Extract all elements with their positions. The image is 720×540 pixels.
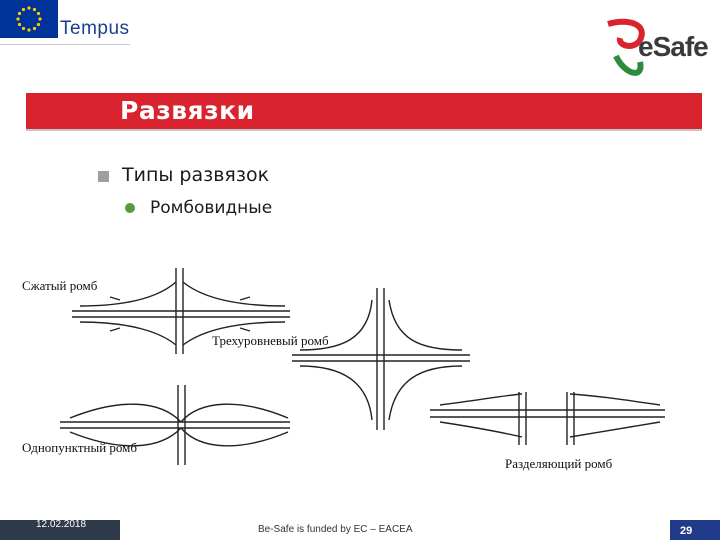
header-bar <box>0 0 720 60</box>
page-number: 29 <box>680 525 693 537</box>
slide-title: Развязки <box>120 96 255 125</box>
split-diamond-diagram <box>430 392 665 445</box>
footer-left-band <box>0 520 120 540</box>
label-three-level-diamond: Трехуровневый ромб <box>212 333 329 348</box>
label-split-diamond: Разделяющий ромб <box>505 456 613 471</box>
footer-right-band <box>670 520 720 540</box>
bullet-dot-icon <box>125 203 135 213</box>
bullet-square-icon <box>98 171 109 182</box>
label-compressed-diamond: Сжатый ромб <box>22 278 98 293</box>
tempus-logo-text: Tempus <box>60 18 130 39</box>
bullet-item-types: Типы развязок <box>122 164 270 186</box>
title-bar <box>26 93 702 131</box>
compressed-diamond-diagram <box>72 268 290 354</box>
bullet-item-diamond: Ромбовидные <box>150 198 273 218</box>
footer-funding-text: Be-Safe is funded by EC – EACEA <box>258 524 413 535</box>
esafe-logo-text: eSafe <box>638 31 709 62</box>
eu-flag-icon <box>0 0 58 38</box>
single-point-diamond-diagram <box>60 385 290 465</box>
three-level-diamond-diagram <box>292 288 470 430</box>
esafe-logo-icon <box>607 18 645 76</box>
header-divider <box>0 44 130 45</box>
label-single-point-diamond: Однопунктный ромб <box>22 440 138 455</box>
footer-date: 12.02.2018 <box>36 519 87 530</box>
